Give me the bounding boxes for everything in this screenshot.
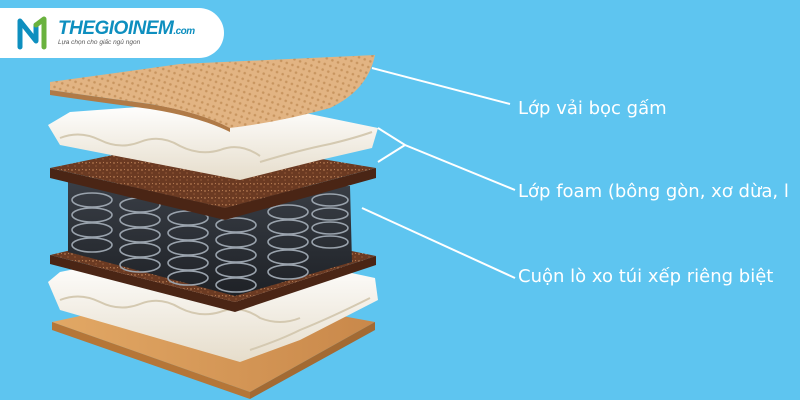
- label-foam: Lớp foam (bông gòn, xơ dừa, l: [518, 181, 789, 202]
- leader-line-fabric: [372, 68, 510, 104]
- leader-line-foam: [378, 128, 515, 190]
- label-fabric: Lớp vải bọc gấm: [518, 98, 667, 119]
- label-springs: Cuộn lò xo túi xếp riêng biệt: [518, 266, 773, 287]
- leader-line-springs: [362, 208, 515, 278]
- leader-line-foam-branch: [378, 145, 405, 162]
- leader-lines: [362, 68, 515, 278]
